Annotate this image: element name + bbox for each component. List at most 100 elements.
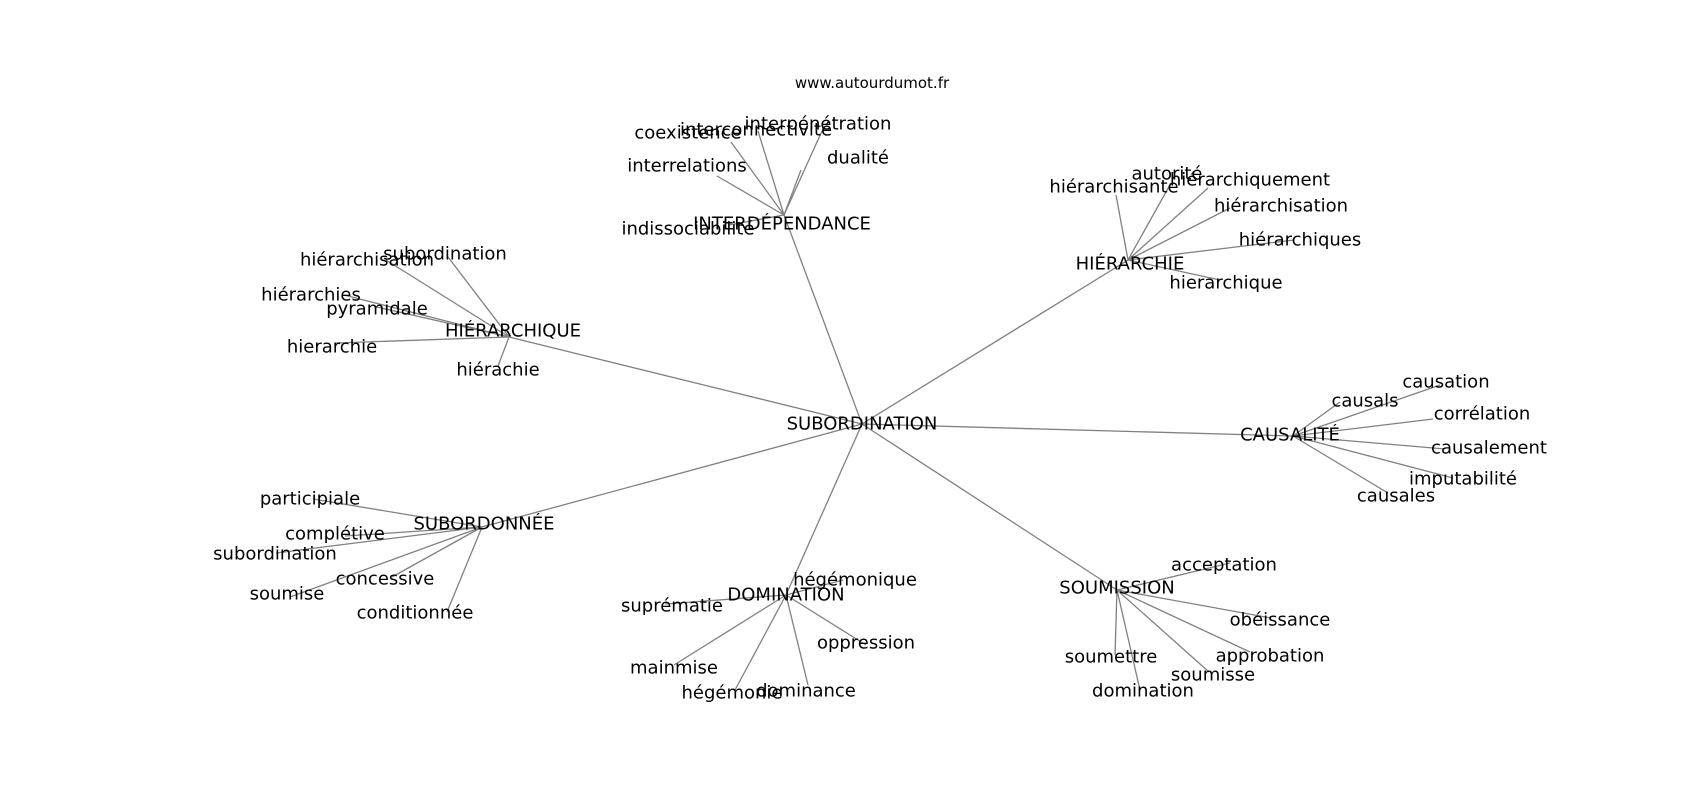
- word-label: hiérarchisation: [1214, 196, 1348, 217]
- edge-domination-2: [785, 594, 867, 646]
- edge-interdependance-0: [783, 130, 823, 216]
- word-label: hiérarchiquement: [1170, 170, 1330, 191]
- edge-hierarchique-3: [376, 306, 510, 338]
- watermark-text: www.autourdumot.fr: [795, 74, 950, 92]
- center-node-label: SUBORDINATION: [787, 414, 938, 435]
- edge-soumission-4: [1116, 589, 1210, 673]
- edge-interdependance-1: [757, 130, 785, 216]
- word-label: approbation: [1216, 646, 1325, 667]
- edge-hierarchique-2: [343, 294, 510, 338]
- edge-hierarchique-4: [335, 336, 510, 344]
- edge-hierarchique-1: [385, 259, 510, 338]
- word-label: soumettre: [1065, 647, 1158, 668]
- word-label: hierarchique: [1169, 273, 1282, 294]
- word-label: dualité: [827, 148, 889, 169]
- word-label: hierarchie: [287, 337, 377, 358]
- edge-domination-5: [785, 594, 809, 686]
- word-label: autorité: [1131, 164, 1202, 185]
- edge-center-causalite: [861, 423, 1294, 437]
- word-label: causales: [1357, 486, 1435, 507]
- word-label: obéissance: [1230, 610, 1331, 631]
- edge-center-interdependance: [783, 214, 863, 425]
- edge-center-hierarchique: [508, 336, 863, 425]
- word-label: suprématie: [621, 596, 723, 617]
- edge-causalite-4: [1292, 435, 1454, 479]
- edge-soumission-0: [1116, 562, 1231, 591]
- edge-hierarchie-3: [1127, 207, 1231, 261]
- cluster-label-hierarchie: HIÉRARCHIE: [1076, 253, 1185, 275]
- word-label: hiérarchiques: [1239, 230, 1362, 251]
- edge-subordonnee-5: [446, 526, 483, 613]
- edge-domination-0: [785, 579, 844, 596]
- word-label: indissociabilité: [621, 219, 754, 240]
- edge-hierarchique-5: [497, 336, 510, 367]
- word-label: subordination: [383, 244, 507, 265]
- word-label: hégémonique: [793, 570, 917, 591]
- word-label: hiérarchisation: [300, 250, 434, 271]
- edge-hierarchie-1: [1127, 187, 1209, 261]
- edge-center-hierarchie: [861, 259, 1129, 425]
- word-label: interrelations: [627, 156, 747, 177]
- cluster-label-causalite: CAUSALITÉ: [1240, 424, 1340, 446]
- edge-subordonnee-0: [312, 498, 483, 528]
- word-label: causals: [1331, 391, 1398, 412]
- cluster-label-domination: DOMINATION: [727, 585, 844, 606]
- word-label: subordination: [213, 544, 337, 565]
- edge-domination-3: [673, 594, 787, 666]
- edge-domination-1: [664, 594, 787, 605]
- edge-causalite-1: [1292, 401, 1341, 437]
- edge-center-soumission: [861, 423, 1118, 591]
- word-label: domination: [1092, 681, 1194, 702]
- cluster-label-hierarchique: HIÉRARCHIQUE: [445, 320, 581, 342]
- edge-soumission-3: [1114, 589, 1118, 656]
- word-label: causation: [1402, 372, 1489, 393]
- edge-subordonnee-1: [344, 526, 483, 537]
- edge-hierarchique-0: [447, 256, 510, 338]
- word-label: oppression: [817, 633, 915, 654]
- edge-hierarchie-4: [1127, 239, 1295, 261]
- edge-hierarchie-5: [1127, 259, 1221, 281]
- cluster-label-soumission: SOUMISSION: [1059, 578, 1174, 599]
- edge-soumission-5: [1116, 589, 1141, 691]
- word-label: causalement: [1431, 438, 1547, 459]
- edge-causalite-0: [1292, 384, 1441, 437]
- word-label: coexistence: [634, 123, 741, 144]
- edge-subordonnee-4: [289, 526, 483, 598]
- word-label: participiale: [260, 489, 360, 510]
- word-label: corrélation: [1434, 404, 1531, 425]
- edge-interdependance-5: [728, 214, 785, 226]
- word-label: soumisse: [1171, 665, 1255, 686]
- word-label: dominance: [756, 681, 856, 702]
- edge-soumission-2: [1116, 589, 1251, 653]
- word-label: conditionnée: [357, 603, 474, 624]
- edge-domination-4: [734, 594, 787, 691]
- edges: [275, 130, 1454, 691]
- word-label: interconnectivité: [680, 120, 832, 141]
- edge-interdependance-2: [730, 141, 785, 216]
- edge-hierarchie-0: [1127, 182, 1172, 261]
- word-label: hégémonie: [681, 683, 782, 704]
- edge-subordonnee-3: [391, 526, 483, 578]
- edge-center-subordonnee: [481, 423, 863, 528]
- word-label: acceptation: [1171, 555, 1277, 576]
- word-label: complétive: [285, 524, 385, 545]
- edge-subordonnee-2: [275, 526, 483, 554]
- edge-soumission-1: [1116, 589, 1272, 619]
- word-label: interpénétration: [745, 114, 892, 135]
- word-label: hiérarchisante: [1049, 177, 1178, 198]
- word-label: soumise: [250, 584, 325, 605]
- edge-causalite-2: [1292, 418, 1434, 437]
- edge-center-domination: [785, 423, 863, 596]
- word-label: concessive: [336, 569, 435, 590]
- edge-interdependance-3: [783, 169, 802, 216]
- edge-interdependance-4: [716, 175, 785, 216]
- word-label: hiérarchies: [261, 285, 361, 306]
- word-label: hiérachie: [456, 360, 539, 381]
- cluster-label-interdependance: INTERDÉPENDANCE: [693, 213, 871, 235]
- edge-hierarchie-2: [1115, 194, 1129, 261]
- edge-causalite-5: [1292, 435, 1389, 494]
- labels: SUBORDINATION INTERDÉPENDANCE interpénétra…: [213, 114, 1547, 704]
- word-label: imputabilité: [1409, 469, 1517, 490]
- cluster-label-subordonnee: SUBORDONNÉE: [413, 513, 554, 535]
